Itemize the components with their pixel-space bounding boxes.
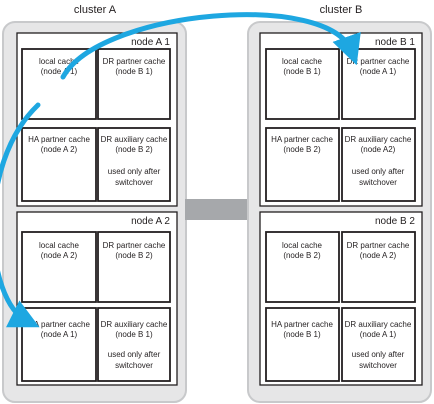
- cache-cell-label: (node A 2): [360, 251, 397, 260]
- node-a1-title: node A 1: [131, 37, 170, 48]
- cache-cell: [265, 231, 340, 303]
- cache-cell: [265, 127, 340, 202]
- cache-cell: [21, 307, 97, 382]
- cache-cell-label: (node B 2): [283, 251, 321, 260]
- cache-cell: [97, 48, 171, 120]
- cache-cell: [341, 231, 416, 303]
- ha-mirror-arrow: [0, 102, 41, 328]
- cache-cell: [21, 127, 97, 202]
- cache-cell-label: DR auxiliary cache: [101, 320, 168, 329]
- cache-cell-label: (node B 1): [283, 330, 321, 339]
- cache-cell-note: used only after: [352, 350, 405, 359]
- cache-cell-label: DR partner cache: [347, 57, 410, 66]
- node-b1-title: node B 1: [375, 37, 415, 48]
- cluster-a: cluster A node A 1 local cache (node A 1…: [2, 4, 187, 403]
- cache-cell-label: (node A 2): [41, 145, 78, 154]
- cluster-b: cluster B node B 1 local cache (node B 1…: [247, 4, 432, 403]
- cache-cell-label: (node B 2): [115, 145, 153, 154]
- cache-cell-label: local cache: [39, 241, 80, 250]
- cache-cell: [265, 307, 340, 382]
- cache-cell-label: (node A 1): [41, 330, 78, 339]
- cache-cell: [341, 307, 416, 382]
- cache-cell-label: (node A 1): [41, 67, 78, 76]
- cache-cell-note: used only after: [352, 167, 405, 176]
- cache-cell-label: DR auxiliary cache: [101, 135, 168, 144]
- cache-cell-label: (node B 1): [115, 330, 153, 339]
- cache-cell-label: DR auxiliary cache: [345, 135, 412, 144]
- node-b2: node B 2 local cache (node B 2) DR partn…: [259, 211, 423, 386]
- cache-cell: [341, 48, 416, 120]
- cache-cell-note: used only after: [108, 350, 161, 359]
- cache-cell: [265, 48, 340, 120]
- cache-cell-label: DR partner cache: [103, 57, 166, 66]
- cache-cell-label: HA partner cache: [28, 135, 90, 144]
- cache-cell-label: (node A 1): [360, 330, 397, 339]
- cache-cell-label: (node B 2): [115, 251, 153, 260]
- cache-cell-label: (node B 2): [283, 145, 321, 154]
- cache-cell-note: switchover: [115, 178, 153, 187]
- cache-cell-label: DR partner cache: [103, 241, 166, 250]
- node-b2-title: node B 2: [375, 216, 415, 227]
- cache-cell-label: (node B 1): [283, 67, 321, 76]
- cluster-a-title: cluster A: [74, 4, 117, 16]
- cache-cell: [97, 127, 171, 202]
- cache-cell: [97, 231, 171, 303]
- dr-mirror-arrow: [60, 12, 361, 80]
- node-a1: node A 1 local cache (node A 1) DR partn…: [16, 32, 178, 207]
- cache-cell-label: (node A2): [361, 145, 396, 154]
- cache-cell-label: HA partner cache: [271, 135, 333, 144]
- cluster-b-title: cluster B: [320, 4, 363, 16]
- cache-cell-label: local cache: [282, 57, 323, 66]
- node-a2: node A 2 local cache (node A 2) DR partn…: [16, 211, 178, 386]
- cache-cell-label: HA partner cache: [28, 320, 90, 329]
- node-a2-title: node A 2: [131, 216, 170, 227]
- cache-cell-note: switchover: [115, 361, 153, 370]
- cache-cell-note: switchover: [359, 361, 397, 370]
- cache-cell-label: local cache: [282, 241, 323, 250]
- cache-cell: [97, 307, 171, 382]
- cluster-interconnect: [185, 199, 249, 220]
- cache-cell-label: HA partner cache: [271, 320, 333, 329]
- cache-cell-note: switchover: [359, 178, 397, 187]
- cache-cell: [21, 231, 97, 303]
- cache-cell-label: (node B 1): [115, 67, 153, 76]
- cache-cell-label: (node A 2): [41, 251, 78, 260]
- cache-cell-label: DR auxiliary cache: [345, 320, 412, 329]
- cache-cell-label: DR partner cache: [347, 241, 410, 250]
- node-b1: node B 1 local cache (node B 1) DR partn…: [259, 32, 423, 207]
- cache-cell-note: used only after: [108, 167, 161, 176]
- cache-cell-label: (node A 1): [360, 67, 397, 76]
- cache-cell-label: local cache: [39, 57, 80, 66]
- cache-cell: [341, 127, 416, 202]
